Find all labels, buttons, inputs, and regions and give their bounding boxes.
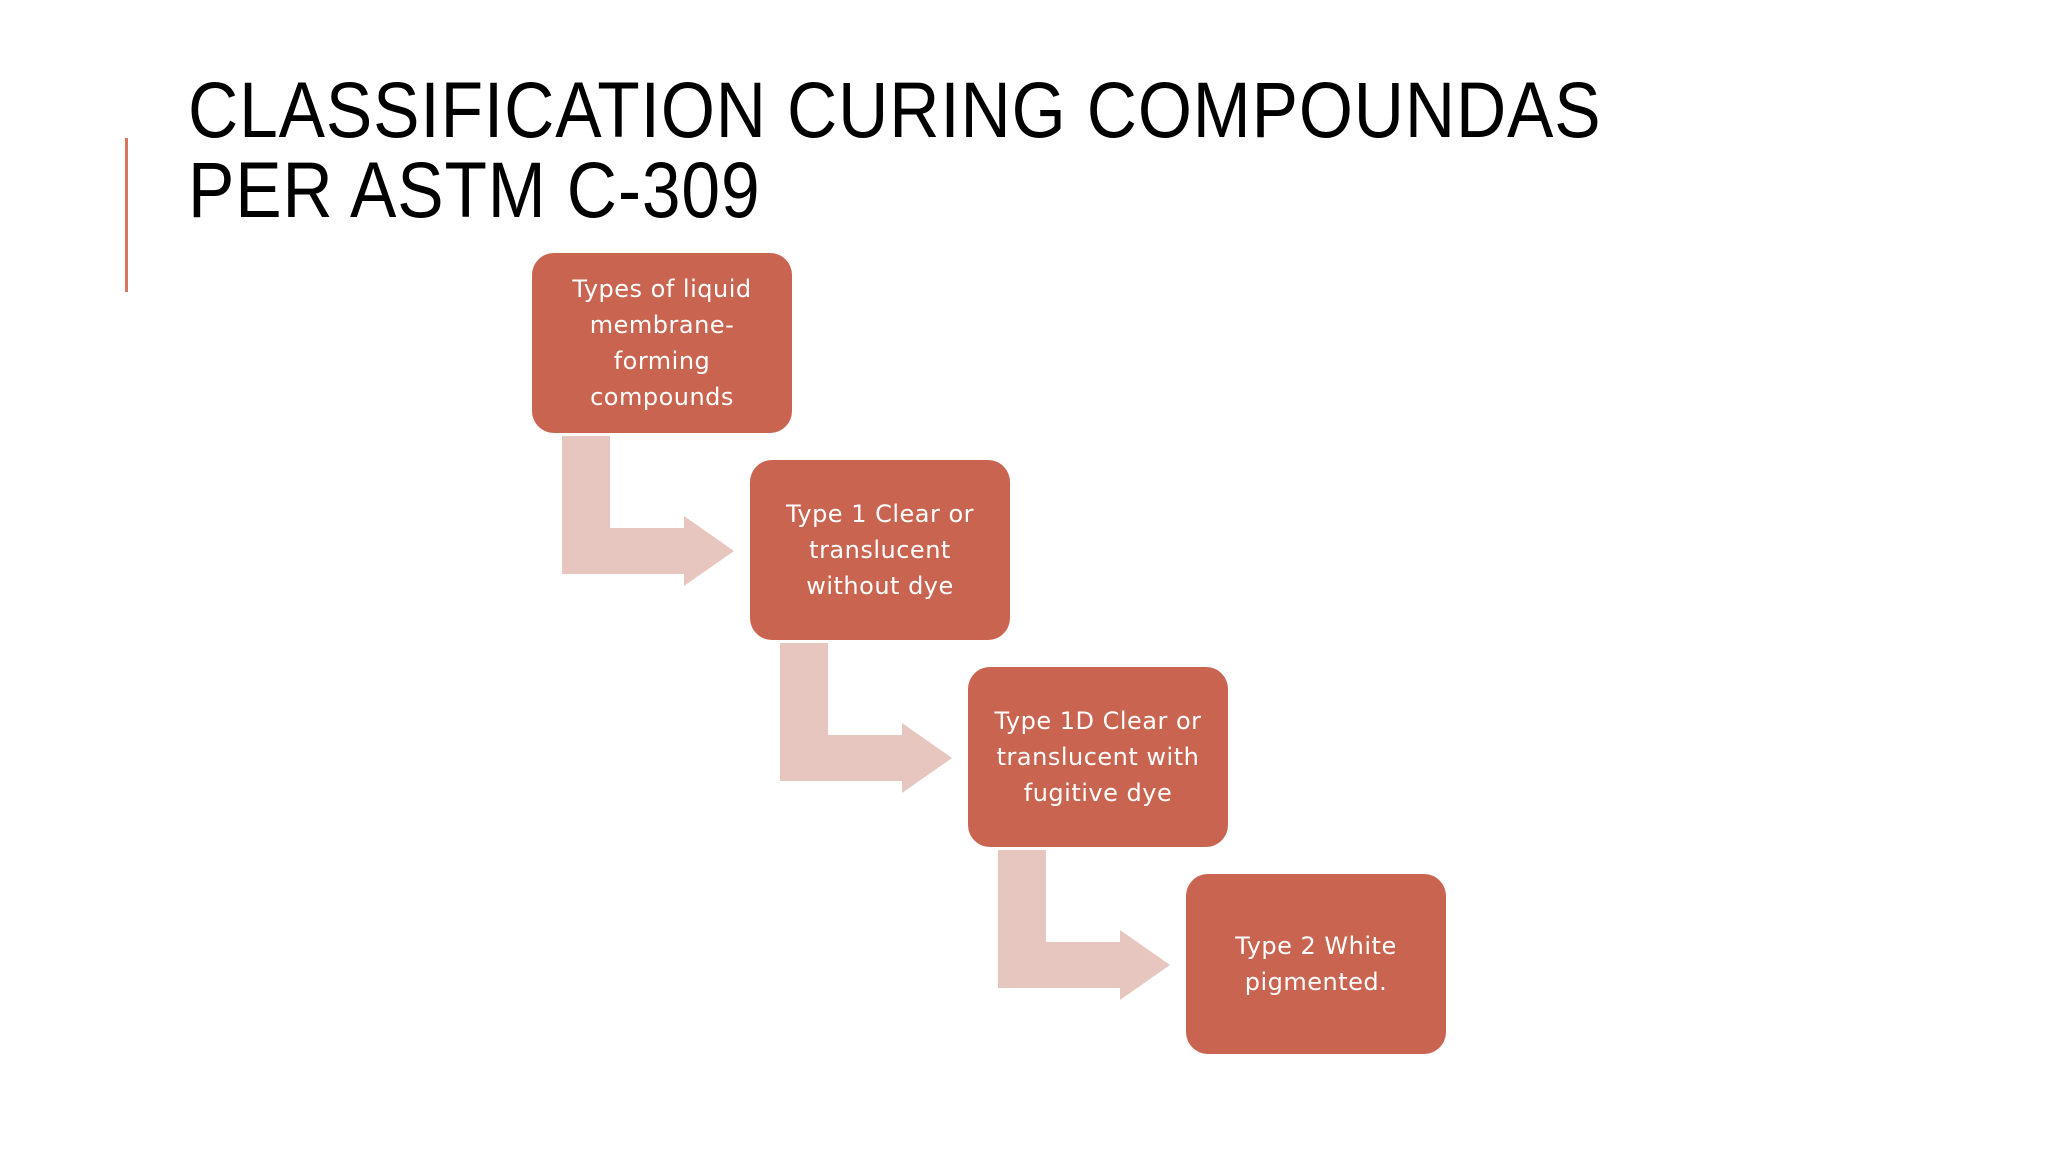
step-label-3: Type 1D Clear or translucent with fugiti… <box>994 707 1202 807</box>
step-box-2: Type 1 Clear or translucent without dye <box>750 460 1010 640</box>
step-label-2: Type 1 Clear or translucent without dye <box>785 500 975 600</box>
step-box-3: Type 1D Clear or translucent with fugiti… <box>968 667 1228 847</box>
step-label-4: Type 2 White pigmented. <box>1235 932 1397 996</box>
step-box-1: Types of liquid membrane-forming compoun… <box>532 253 792 433</box>
title-accent-bar <box>125 138 128 292</box>
connector-arrow-2 <box>780 643 952 793</box>
step-box-4: Type 2 White pigmented. <box>1186 874 1446 1054</box>
title-line-1: CLASSIFICATION CURING COMPOUNDAS <box>188 65 1602 154</box>
step-label-1: Types of liquid membrane-forming compoun… <box>572 275 752 411</box>
title-line-2: PER ASTM C-309 <box>188 145 761 234</box>
connector-arrow-1 <box>562 436 734 586</box>
slide-title: CLASSIFICATION CURING COMPOUNDAS PER AST… <box>188 70 1772 230</box>
connector-arrow-3 <box>998 850 1170 1000</box>
